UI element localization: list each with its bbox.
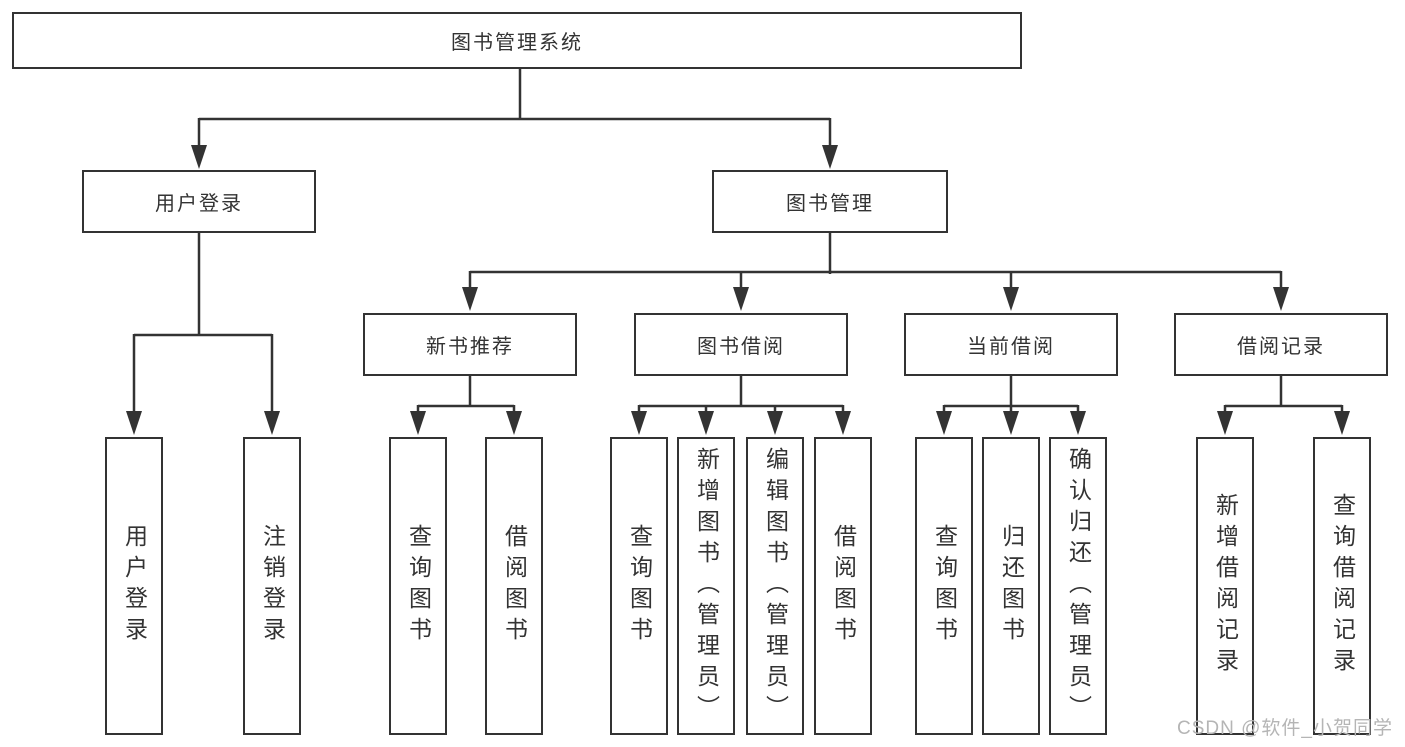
- node-new-book-recommend-label: 新书推荐: [426, 336, 514, 358]
- node-book-management-label: 图书管理: [786, 193, 874, 215]
- leaf-user-login-label: 用户登录: [121, 524, 148, 648]
- leaf-query-book-current-label: 查询图书: [931, 524, 958, 648]
- leaf-edit-book-admin: 编辑图书（管理员）: [746, 437, 804, 735]
- node-current-borrow-label: 当前借阅: [967, 336, 1055, 358]
- leaf-logout-login: 注销登录: [243, 437, 301, 735]
- leaf-confirm-return-admin-label: 确认归还（管理员）: [1065, 446, 1092, 726]
- leaf-edit-book-admin-label: 编辑图书（管理员）: [762, 446, 789, 726]
- node-book-management: 图书管理: [712, 170, 948, 233]
- leaf-query-book-borrow: 查询图书: [610, 437, 668, 735]
- leaf-add-borrow-record: 新增借阅记录: [1196, 437, 1254, 735]
- leaf-add-book-admin-label: 新增图书（管理员）: [693, 446, 720, 726]
- leaf-return-book-label: 归还图书: [998, 524, 1025, 648]
- node-book-borrow-label: 图书借阅: [697, 336, 785, 358]
- leaf-query-borrow-record: 查询借阅记录: [1313, 437, 1371, 735]
- node-library-system: 图书管理系统: [12, 12, 1022, 69]
- node-book-borrow: 图书借阅: [634, 313, 848, 376]
- node-user-login-label: 用户登录: [155, 193, 243, 215]
- leaf-borrow-book-label: 借阅图书: [830, 524, 857, 648]
- node-library-system-label: 图书管理系统: [451, 32, 583, 54]
- leaf-borrow-book: 借阅图书: [814, 437, 872, 735]
- leaf-return-book: 归还图书: [982, 437, 1040, 735]
- leaf-add-book-admin: 新增图书（管理员）: [677, 437, 735, 735]
- leaf-query-book-recommend-label: 查询图书: [405, 524, 432, 648]
- leaf-confirm-return-admin: 确认归还（管理员）: [1049, 437, 1107, 735]
- leaf-borrow-book-recommend-label: 借阅图书: [501, 524, 528, 648]
- leaf-query-book-recommend: 查询图书: [389, 437, 447, 735]
- leaf-query-borrow-record-label: 查询借阅记录: [1329, 493, 1356, 679]
- leaf-borrow-book-recommend: 借阅图书: [485, 437, 543, 735]
- node-borrow-record-label: 借阅记录: [1237, 336, 1325, 358]
- arrowheads: [126, 145, 1350, 435]
- node-new-book-recommend: 新书推荐: [363, 313, 577, 376]
- leaf-user-login: 用户登录: [105, 437, 163, 735]
- leaf-logout-login-label: 注销登录: [259, 524, 286, 648]
- node-borrow-record: 借阅记录: [1174, 313, 1388, 376]
- csdn-watermark: CSDN @软件_小贺同学: [1177, 718, 1393, 739]
- leaf-query-book-current: 查询图书: [915, 437, 973, 735]
- node-user-login: 用户登录: [82, 170, 316, 233]
- node-current-borrow: 当前借阅: [904, 313, 1118, 376]
- leaf-query-book-borrow-label: 查询图书: [626, 524, 653, 648]
- leaf-add-borrow-record-label: 新增借阅记录: [1212, 493, 1239, 679]
